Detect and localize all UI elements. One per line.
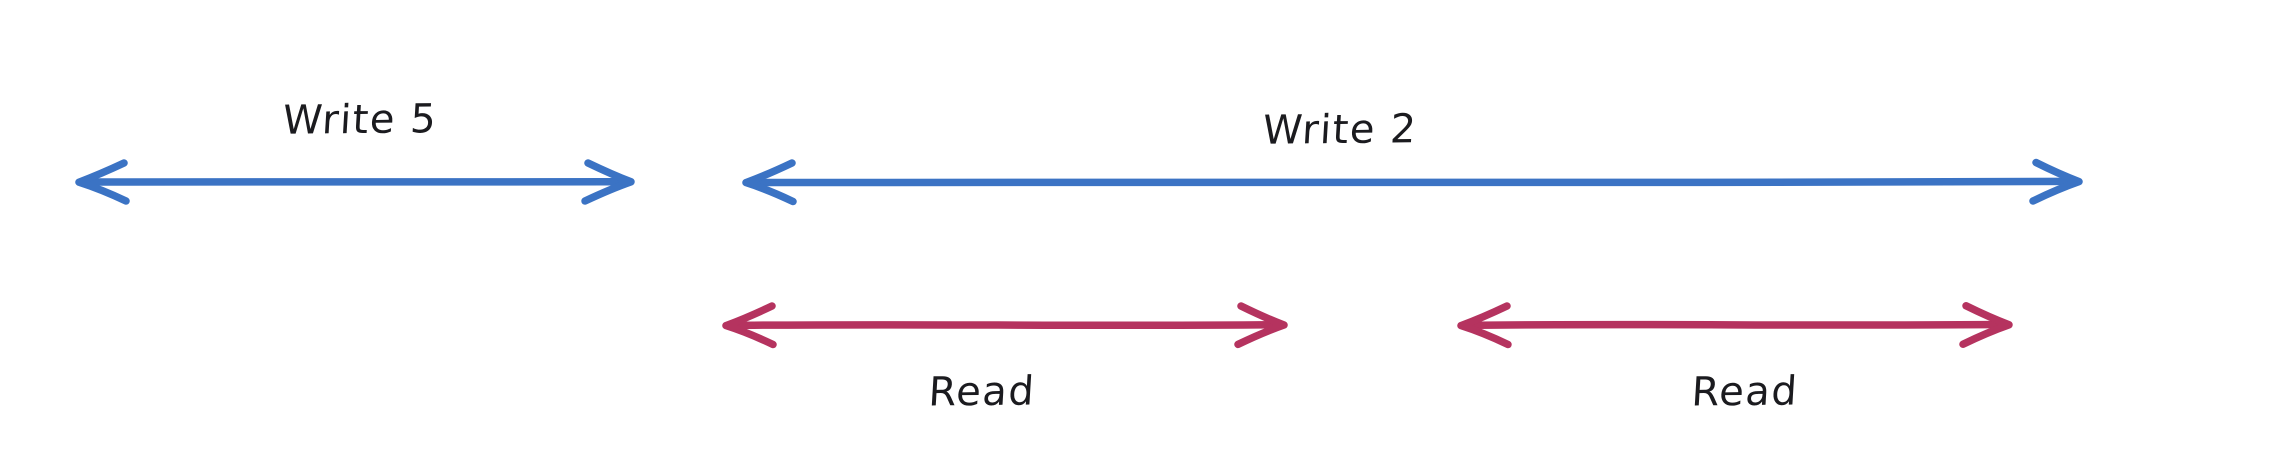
arrow-read-1-head-left xyxy=(722,302,777,349)
arrow-write-5-shaft xyxy=(78,177,632,186)
arrow-write-5[interactable] xyxy=(75,159,635,205)
arrow-read-2-head-right xyxy=(1959,302,2013,348)
arrow-write-2-head-right xyxy=(2029,158,2083,205)
arrow-read-2[interactable] xyxy=(1457,302,2013,349)
label-read-1: Read xyxy=(927,368,1037,416)
arrow-write-2-shaft xyxy=(745,177,2080,187)
arrow-read-2-head-left xyxy=(1457,302,1512,349)
arrow-write-5-head-left xyxy=(75,159,130,205)
label-write-2: Write 2 xyxy=(1261,106,1419,154)
label-read-2: Read xyxy=(1690,368,1800,416)
arrow-read-1[interactable] xyxy=(722,302,1288,349)
arrow-read-1-shaft xyxy=(725,320,1285,330)
label-write-5: Write 5 xyxy=(281,96,439,144)
arrow-write-2-head-left xyxy=(742,159,797,206)
arrow-write-2[interactable] xyxy=(742,158,2083,206)
arrow-read-1-head-right xyxy=(1234,302,1288,349)
arrow-write-5-head-right xyxy=(581,159,635,205)
arrow-read-2-shaft xyxy=(1460,320,2010,330)
